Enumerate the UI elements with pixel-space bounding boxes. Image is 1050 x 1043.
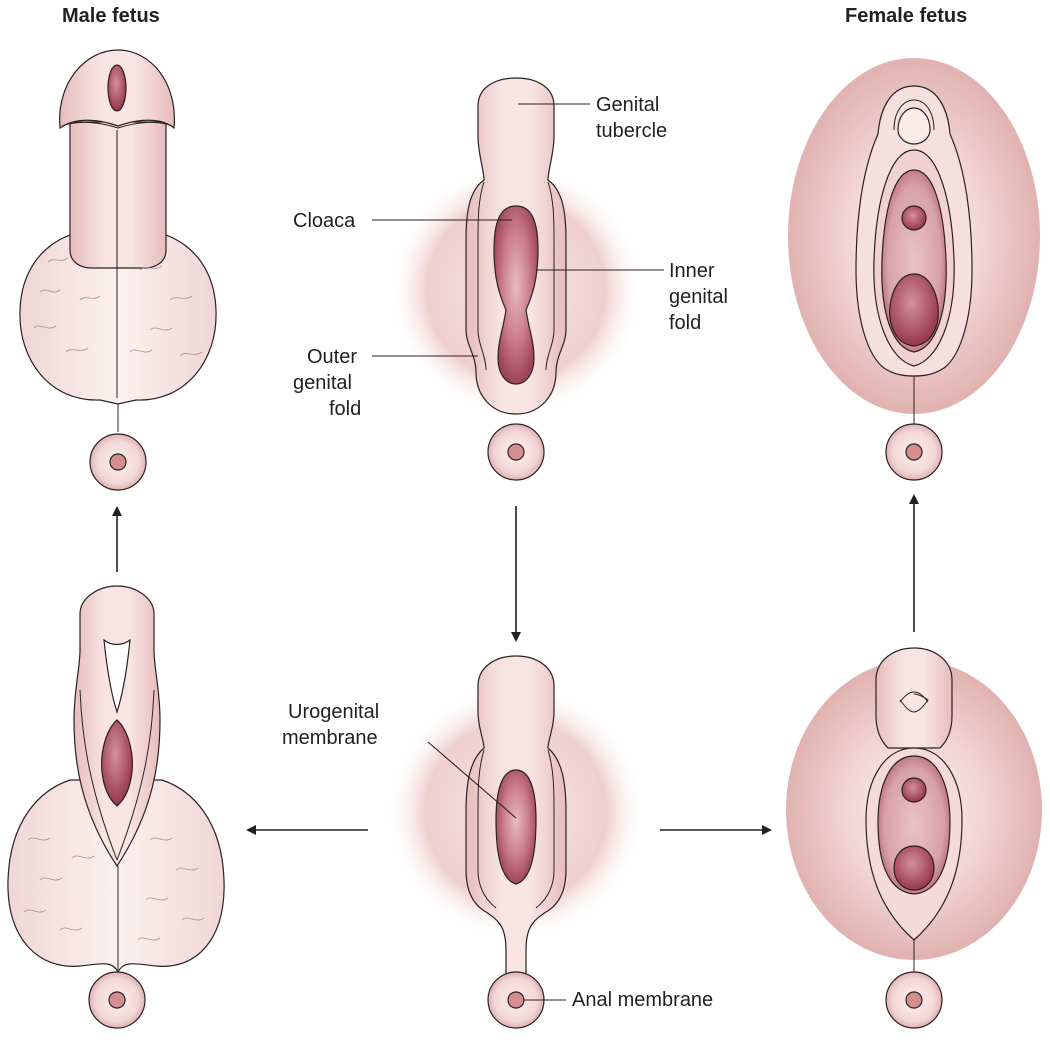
urethral-opening (107, 64, 127, 112)
header-male-fetus: Male fetus (62, 5, 160, 27)
indifferent-stage-later (386, 655, 646, 1029)
label-urogenital-membrane: Urogenital membrane (282, 701, 517, 819)
label-inner-genital-fold-line3: fold (669, 312, 701, 334)
label-anal-membrane: Anal membrane (524, 989, 713, 1011)
label-cloaca: Cloaca (293, 210, 512, 232)
urethral-opening-female-intermediate (901, 777, 927, 803)
indifferent-stage-early (388, 77, 644, 481)
urethral-opening-intermediate (101, 719, 133, 807)
header-female-fetus: Female fetus (845, 5, 967, 27)
female-intermediate-stage (786, 647, 1042, 1029)
penis-shaft (69, 121, 167, 269)
label-cloaca-text: Cloaca (293, 210, 356, 232)
arrows (112, 494, 919, 835)
label-anal-membrane-text: Anal membrane (572, 989, 713, 1011)
label-inner-genital-fold: Inner genital fold (536, 260, 728, 334)
label-urogenital-membrane-line2: membrane (282, 727, 378, 749)
vaginal-opening-intermediate (893, 845, 935, 891)
urethral-opening-female (901, 205, 927, 231)
urethral-groove (103, 638, 131, 714)
label-inner-genital-fold-line1: Inner (669, 260, 715, 282)
clitoris (897, 107, 931, 145)
vaginal-opening (889, 273, 939, 347)
label-inner-genital-fold-line2: genital (669, 286, 728, 308)
label-urogenital-membrane-line1: Urogenital (288, 701, 379, 723)
male-fetus-genitalia (19, 49, 217, 491)
label-outer-genital-fold-line3: fold (329, 398, 361, 420)
label-outer-genital-fold: Outer genital fold (293, 346, 478, 420)
label-genital-tubercle: Genital tubercle (518, 94, 667, 142)
female-fetus-genitalia (788, 58, 1040, 481)
urogenital-opening (495, 769, 537, 885)
label-outer-genital-fold-line2: genital (293, 372, 352, 394)
genital-tubercle-female (875, 647, 953, 749)
label-genital-tubercle-line1: Genital (596, 94, 659, 116)
cloaca-opening (493, 205, 539, 385)
label-outer-genital-fold-line1: Outer (307, 346, 357, 368)
male-intermediate-stage (7, 585, 225, 1029)
label-genital-tubercle-line2: tubercle (596, 120, 667, 142)
